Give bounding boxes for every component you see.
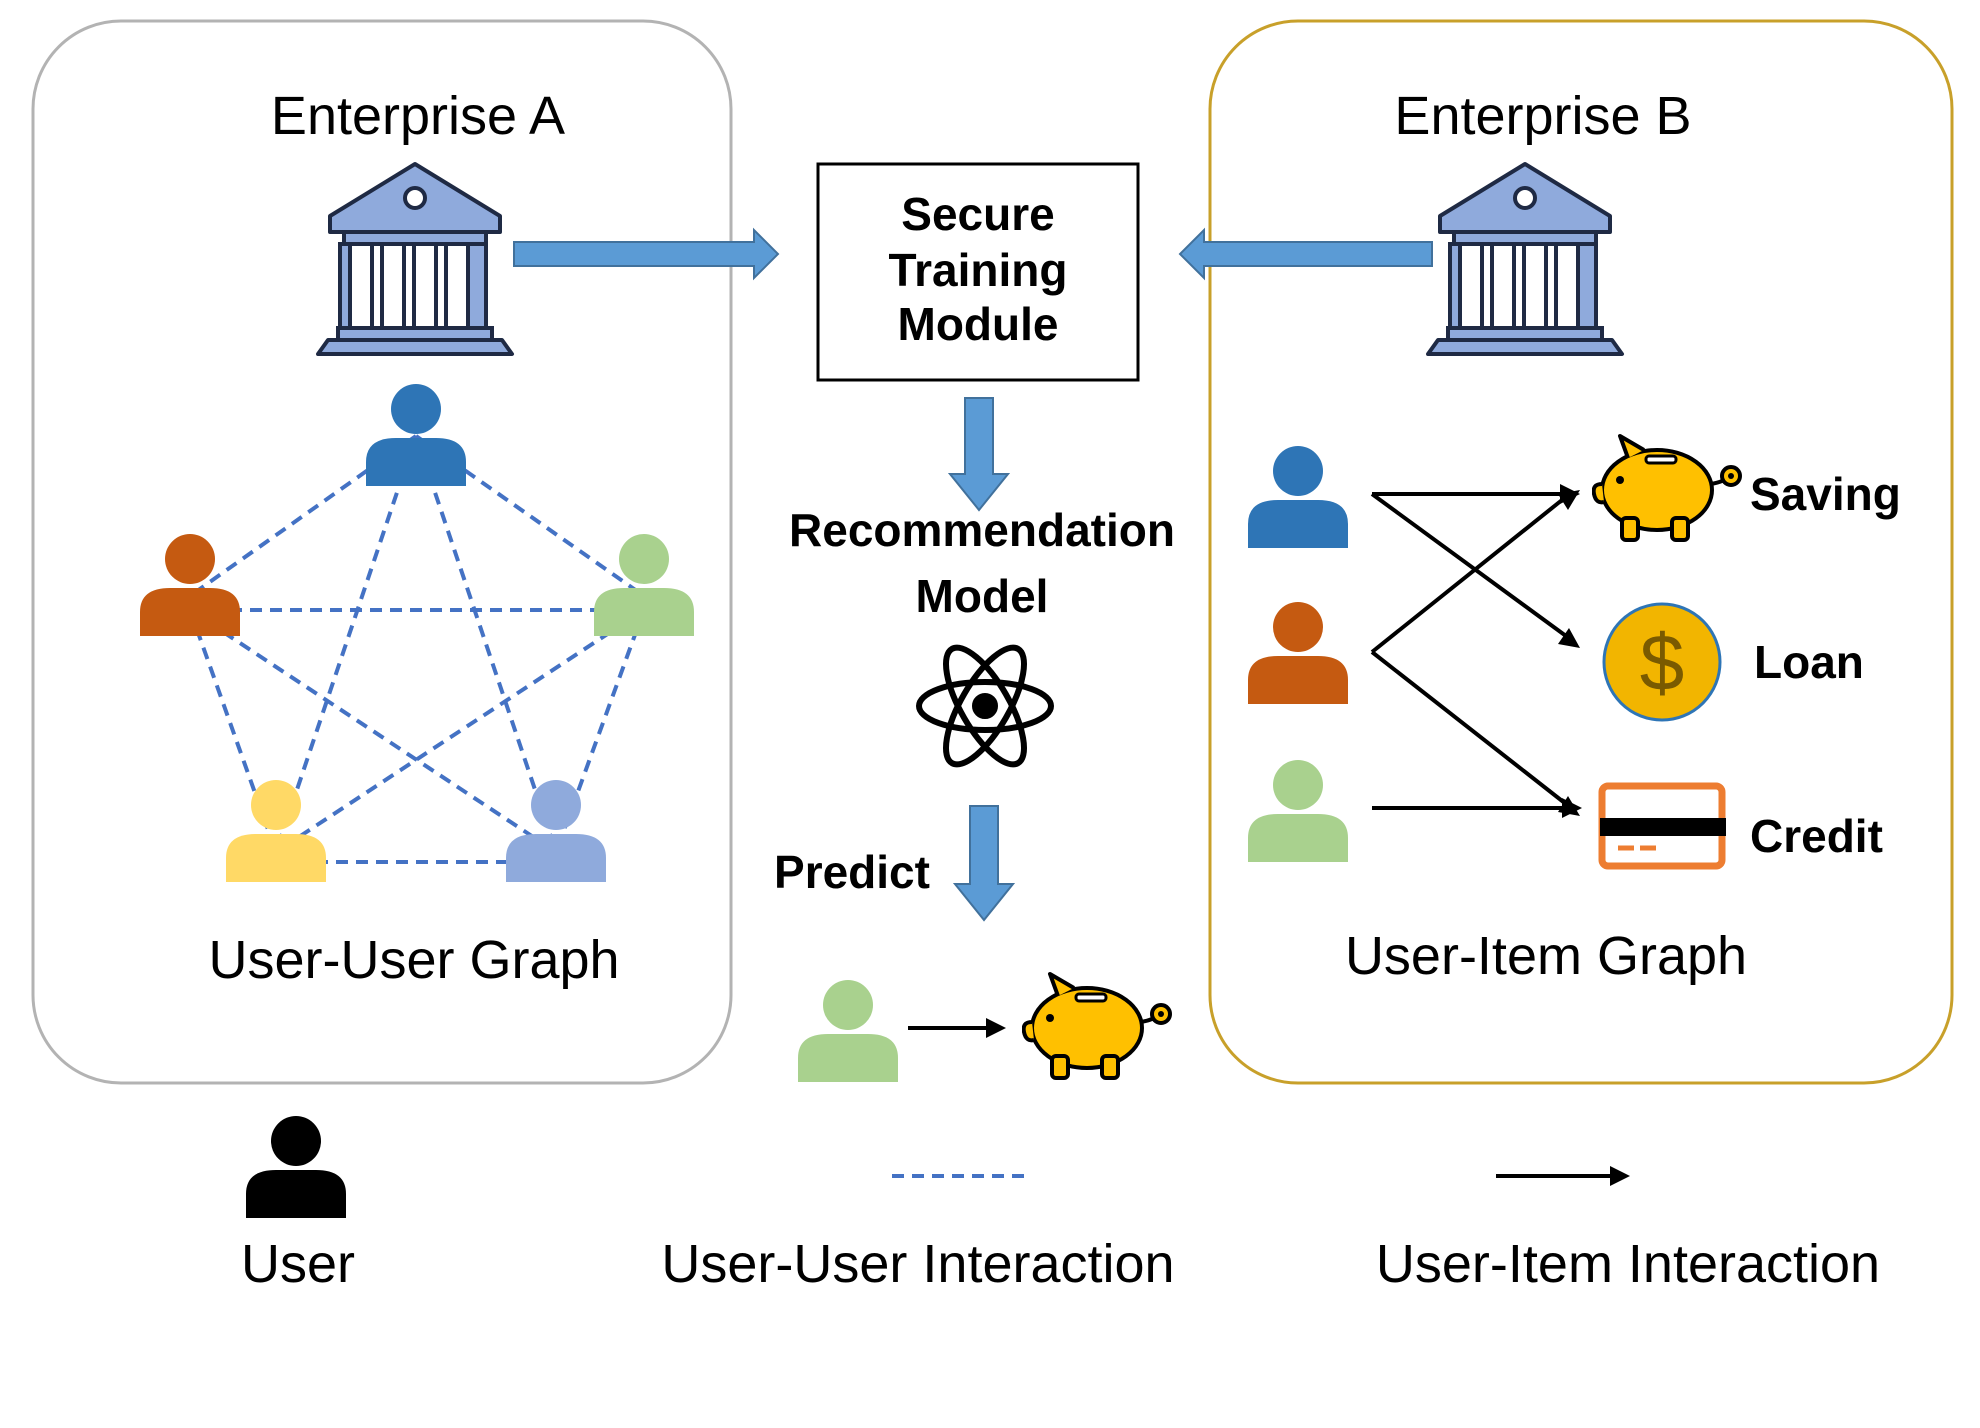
user-icon: [506, 780, 606, 882]
bank-icon: [316, 162, 514, 356]
atom-icon: [916, 644, 1054, 768]
item-saving-label: Saving: [1750, 468, 1901, 520]
arrow-enterprise-a-to-module: [513, 227, 780, 281]
piggy-bank-icon: [1592, 434, 1742, 542]
module-label-line3: Module: [898, 298, 1059, 350]
enterprise-b-title: Enterprise B: [1394, 86, 1691, 146]
arrow-model-to-prediction: [952, 805, 1016, 922]
user-icon: [594, 534, 694, 636]
coin-icon: $: [1602, 602, 1722, 722]
user-icon: [226, 780, 326, 882]
secure-training-module-box: [816, 162, 1140, 382]
user-icon: [246, 1116, 346, 1218]
user-icon: [798, 980, 898, 1082]
module-label-line2: Training: [889, 244, 1068, 296]
svg-text:$: $: [1640, 618, 1685, 707]
enterprise-b-container: [1208, 19, 1954, 1085]
user-icon: [366, 384, 466, 486]
legend-arrowhead: [1610, 1166, 1630, 1186]
model-label-line1: Recommendation: [789, 504, 1175, 556]
module-label-line1: Secure: [901, 188, 1054, 240]
legend-user-user-label: User-User Interaction: [661, 1234, 1174, 1294]
user-user-graph-label: User-User Graph: [208, 930, 619, 990]
enterprise-a-container: [31, 19, 733, 1085]
legend-user-label: User: [241, 1234, 355, 1294]
item-loan-label: Loan: [1754, 636, 1864, 688]
user-item-graph-label: User-Item Graph: [1345, 926, 1747, 986]
credit-card-icon: [1598, 782, 1726, 870]
user-item-edges: [1370, 492, 1568, 810]
predict-label: Predict: [774, 846, 930, 898]
model-label-line2: Model: [916, 570, 1049, 622]
item-credit-label: Credit: [1750, 810, 1883, 862]
prediction-arrowhead: [986, 1018, 1006, 1038]
enterprise-a-title: Enterprise A: [271, 86, 565, 146]
bank-icon: [1426, 162, 1624, 356]
user-icon: [1248, 446, 1348, 548]
arrow-enterprise-b-to-module: [1178, 227, 1433, 281]
arrow-module-to-model: [947, 397, 1011, 512]
legend-user-item-label: User-Item Interaction: [1376, 1234, 1880, 1294]
user-item-arrowheads: [1558, 484, 1582, 818]
user-icon: [140, 534, 240, 636]
piggy-bank-icon: [1022, 972, 1172, 1080]
user-icon: [1248, 602, 1348, 704]
user-user-edges: [188, 434, 646, 864]
user-icon: [1248, 760, 1348, 862]
